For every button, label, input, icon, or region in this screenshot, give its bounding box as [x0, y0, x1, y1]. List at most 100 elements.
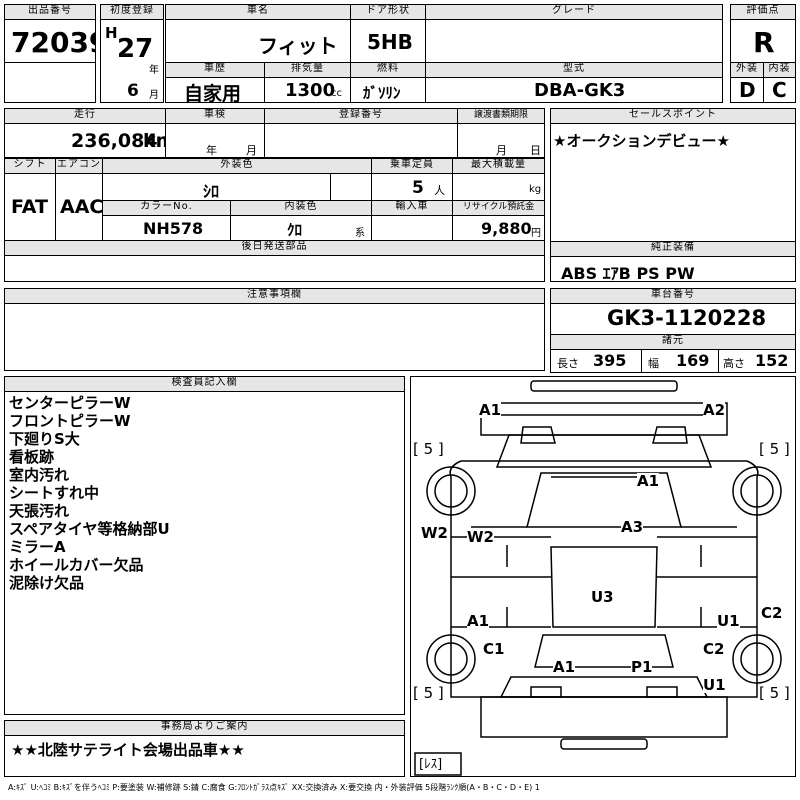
- damage-mark: C2: [703, 640, 725, 658]
- reg-number-label: 登録番号: [264, 108, 458, 124]
- ext-color-extra-cell: [330, 173, 372, 201]
- model-cell: DBA-GK3: [425, 77, 723, 103]
- specs-height-cell: 高さ 152: [718, 349, 796, 373]
- model-label: 型式: [425, 62, 723, 78]
- car-name: フィット: [258, 34, 338, 58]
- transfer-day-unit: 日: [530, 144, 541, 157]
- damage-mark: P1: [631, 658, 653, 676]
- equipment-label: 純正装備: [550, 241, 796, 257]
- transfer-cell: 月 日: [457, 123, 545, 158]
- car-outline: [414, 380, 782, 776]
- shift-label: シフト: [4, 158, 56, 174]
- color-no-label: カラーNo.: [102, 200, 231, 216]
- inspector-line: スペアタイヤ等格納部U: [9, 520, 170, 538]
- specs-length-cell: 長さ 395: [550, 349, 642, 373]
- exterior-cell: D: [730, 77, 764, 103]
- tire-tread-rear-left: [ 5 ]: [413, 684, 444, 702]
- inspector-line: ミラーA: [9, 538, 66, 556]
- int-color-label: 内装色: [230, 200, 372, 216]
- length: 395: [593, 351, 627, 370]
- inspector-line: 泥除け欠品: [9, 574, 85, 592]
- displacement-unit: cc: [331, 88, 342, 99]
- era: H: [105, 24, 118, 42]
- recycle-label: リサイクル預託金: [452, 200, 545, 216]
- transfer-label: 譲渡書類期限: [457, 108, 545, 124]
- lot-number: 72039: [11, 26, 95, 59]
- mileage-cell: 236,084 km: [4, 123, 166, 158]
- inspection-cell: 年 月: [165, 123, 265, 158]
- legend: A:ｷｽﾞ U:ﾍｺﾐ B:ｷｽﾞを伴うﾍｺﾐ P:要塗装 W:補修跡 S:錆 …: [8, 783, 540, 792]
- sales-point: ★オークションデビュー★: [553, 132, 730, 150]
- reg-year: 27: [117, 34, 154, 64]
- displacement-label: 排気量: [264, 62, 351, 78]
- color-no: NH578: [143, 219, 204, 238]
- inspector-line: センターピラーW: [9, 394, 131, 412]
- width: 169: [676, 351, 710, 370]
- exterior-label: 外装: [730, 62, 764, 78]
- inspector-line: 天張汚れ: [9, 502, 70, 520]
- inspection-month-unit: 月: [246, 144, 257, 157]
- height: 152: [755, 351, 789, 370]
- history-label: 車歴: [165, 62, 265, 78]
- tire-tread-front-left: [ 5 ]: [413, 440, 444, 458]
- recycle-cell: 9,880 円: [452, 215, 545, 241]
- damage-mark: W2: [467, 528, 494, 546]
- inspector-label: 検査員記入欄: [4, 376, 405, 392]
- damage-mark: U3: [591, 588, 614, 606]
- sales-point-cell: ★オークションデビュー★: [550, 123, 796, 242]
- fuel: ｶﾞｿﾘﾝ: [363, 84, 401, 102]
- transfer-month-unit: 月: [496, 144, 507, 157]
- inspector-line: 看板跡: [9, 448, 55, 466]
- displacement: 1300: [285, 80, 336, 101]
- displacement-cell: 1300 cc: [264, 77, 351, 103]
- height-label: 高さ: [723, 357, 745, 370]
- max-load-cell: kg: [452, 173, 545, 201]
- damage-diagram: A1 A2 A1 W2 W2 A3 U3 A1 U1 C2 C1 C2 A1 P…: [410, 376, 796, 777]
- shift: FAT: [11, 196, 48, 218]
- inspection-label: 車検: [165, 108, 265, 124]
- capacity-cell: 5 人: [371, 173, 453, 201]
- capacity-unit: 人: [434, 184, 445, 197]
- fuel-label: 燃料: [350, 62, 426, 78]
- int-color-unit: 系: [355, 228, 365, 239]
- later-parts-label: 後日発送部品: [4, 240, 545, 256]
- length-label: 長さ: [557, 357, 579, 370]
- later-parts-cell: [4, 255, 545, 282]
- recycle: 9,880: [481, 219, 532, 238]
- capacity-label: 乗車定員: [371, 158, 453, 174]
- import-cell: [371, 215, 453, 241]
- tire-tread-front-right: [ 5 ]: [759, 440, 790, 458]
- inspection-year-unit: 年: [206, 144, 217, 157]
- reg-number-cell: [264, 123, 458, 158]
- inspector-notes: センターピラーW フロントピラーW 下廻りS大 看板跡 室内汚れ シートすれ中 …: [4, 391, 405, 715]
- sales-point-label: セールスポイント: [550, 108, 796, 124]
- max-load-label: 最大積載量: [452, 158, 545, 174]
- damage-mark: A3: [621, 518, 644, 536]
- score-label: 評価点: [730, 4, 796, 20]
- specs-width-cell: 幅 169: [641, 349, 719, 373]
- ext-color-cell: ｼﾛ: [102, 173, 331, 201]
- door-label: ドア形状: [350, 4, 426, 20]
- max-load-unit: kg: [529, 184, 542, 195]
- inspector-line: ホイールカバー欠品: [9, 556, 144, 574]
- chassis-cell: GK3-1120228: [550, 303, 796, 335]
- damage-mark: C2: [761, 604, 783, 622]
- int-color: ｸﾛ: [287, 221, 303, 239]
- inspector-line: シートすれ中: [9, 484, 100, 502]
- year-unit: 年: [149, 65, 159, 76]
- damage-mark: A1: [637, 472, 660, 490]
- inspector-line: 室内汚れ: [9, 466, 70, 484]
- import-label: 輸入車: [371, 200, 453, 216]
- door-type: 5HB: [367, 30, 413, 54]
- interior-cell: C: [763, 77, 796, 103]
- ac-label: エアコン: [55, 158, 103, 174]
- chassis-label: 車台番号: [550, 288, 796, 304]
- first-reg-label: 初度登録: [100, 4, 164, 20]
- equipment: ABS ｴｱB PS PW: [561, 264, 695, 282]
- damage-mark: A2: [703, 401, 726, 419]
- car-name-cell: フィット: [165, 19, 351, 63]
- exterior-score: D: [739, 78, 756, 102]
- chassis-number: GK3-1120228: [607, 306, 767, 330]
- score: R: [753, 26, 775, 59]
- lot-blank-cell: [4, 62, 96, 103]
